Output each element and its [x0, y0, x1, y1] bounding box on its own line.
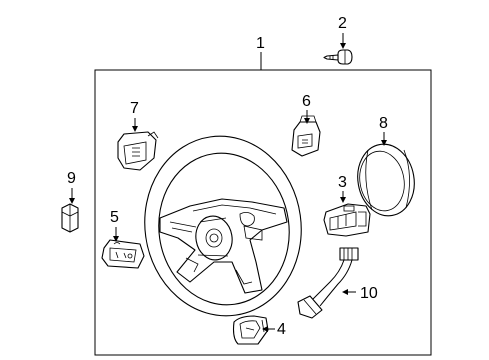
callout-5: 5 [110, 209, 119, 242]
part-lower-switch [232, 315, 269, 345]
callout-7: 7 [130, 100, 139, 132]
callout-9: 9 [67, 170, 76, 204]
part-steering-wheel [144, 135, 302, 317]
callout-9-label: 9 [67, 170, 76, 187]
callout-4: 4 [262, 321, 286, 338]
callout-3-label: 3 [338, 174, 347, 191]
callout-5-label: 5 [110, 209, 119, 226]
callout-2-label: 2 [338, 15, 347, 32]
part-sensor-6 [291, 115, 321, 157]
part-module-7 [117, 131, 159, 171]
callout-8-label: 8 [379, 115, 388, 132]
callout-7-label: 7 [130, 100, 139, 117]
callout-1-label: 1 [256, 35, 265, 52]
callout-10: 10 [342, 285, 378, 302]
callout-8: 8 [379, 115, 388, 146]
part-disc-8 [357, 143, 415, 217]
callout-3: 3 [338, 174, 347, 203]
part-screw [323, 49, 353, 65]
part-harness-10 [297, 247, 359, 319]
callout-2: 2 [338, 15, 347, 49]
part-left-switch [101, 239, 145, 269]
assembly-frame [94, 69, 432, 356]
callout-4-label: 4 [277, 321, 286, 338]
part-clip-9 [61, 203, 79, 233]
callout-6-label: 6 [302, 93, 311, 110]
callout-6: 6 [302, 93, 311, 124]
part-right-switch [323, 203, 371, 237]
callout-1: 1 [256, 35, 265, 70]
callout-10-label: 10 [360, 285, 378, 302]
